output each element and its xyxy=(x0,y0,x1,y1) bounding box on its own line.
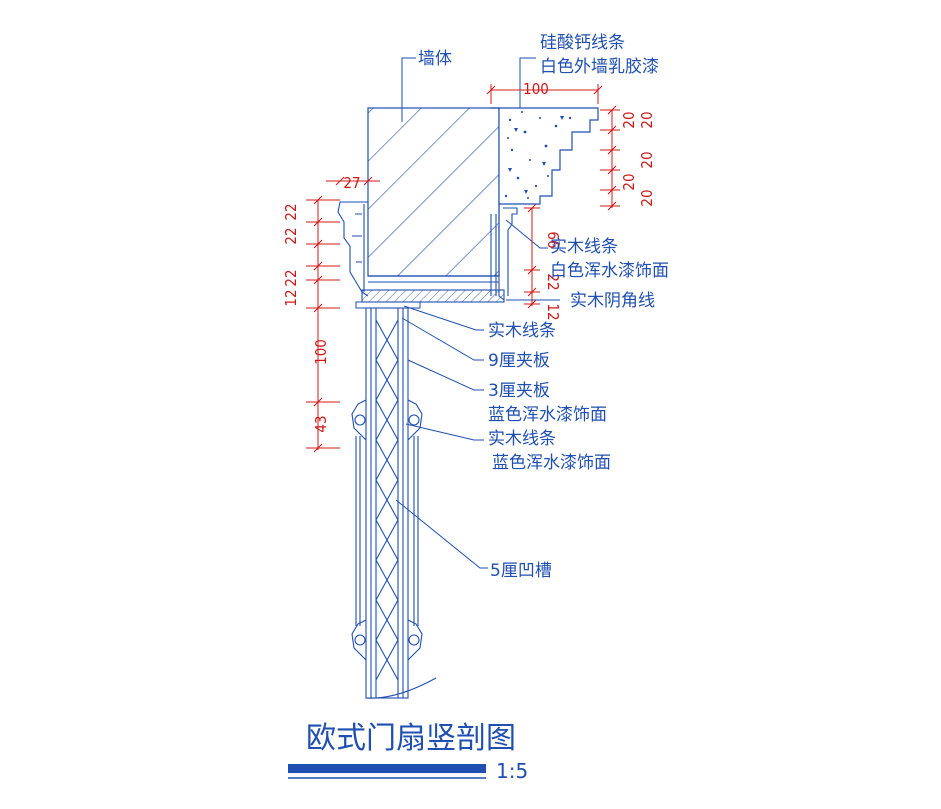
label-plywood-3: 3厘夹板 xyxy=(488,381,550,401)
dim-left-d: 12 xyxy=(282,289,300,306)
label-inner-corner: 实木阴角线 xyxy=(570,291,655,311)
dim-mid-c: 12 xyxy=(544,303,562,320)
label-white-finish: 白色浑水漆饰面 xyxy=(550,261,669,281)
dim-left-b: 22 xyxy=(282,227,300,244)
label-wood-trim-2: 实木线条 xyxy=(488,321,556,341)
dim-right-c: 20 xyxy=(638,151,656,168)
label-blue-finish-2: 蓝色浑水漆饰面 xyxy=(492,453,611,473)
label-wood-trim-3: 实木线条 xyxy=(488,429,556,449)
label-blue-finish-1: 蓝色浑水漆饰面 xyxy=(488,405,607,425)
drawing-scale: 1:5 xyxy=(496,759,528,783)
drawing-title: 欧式门扇竖剖图 xyxy=(306,721,516,756)
door-leaf xyxy=(351,307,437,699)
dim-left-e: 100 xyxy=(312,339,330,365)
dim-left-c: 22 xyxy=(282,269,300,286)
dim-mid-a: 66 xyxy=(544,231,562,248)
leader-lines xyxy=(395,57,560,569)
drawing-title-block: 欧式门扇竖剖图 1:5 xyxy=(288,721,528,783)
left-wood-trim xyxy=(337,201,369,297)
dim-top-100: 100 xyxy=(523,80,549,98)
dim-right-e: 20 xyxy=(638,189,656,206)
dim-left-27: 27 xyxy=(343,174,360,192)
label-plywood-9: 9厘夹板 xyxy=(488,351,550,371)
calcium-silicate-moulding xyxy=(491,107,599,205)
dim-left-a: 22 xyxy=(282,203,300,220)
inner-corner-trim xyxy=(355,289,505,309)
label-groove-5: 5厘凹槽 xyxy=(490,561,552,581)
dim-left-f: 43 xyxy=(312,415,330,432)
dimension-lines xyxy=(306,84,620,453)
wall-block xyxy=(367,107,500,283)
dimension-text: 100 27 20 20 20 20 20 22 22 22 12 100 43… xyxy=(282,80,656,433)
label-exterior-latex: 白色外墙乳胶漆 xyxy=(540,57,659,77)
dim-right-a: 20 xyxy=(620,111,638,128)
label-wall: 墙体 xyxy=(418,49,452,69)
annotation-labels: 墙体 硅酸钙线条 白色外墙乳胶漆 实木线条 白色浑水漆饰面 实木阴角线 实木线条… xyxy=(418,33,669,581)
dim-right-d: 20 xyxy=(620,173,638,190)
title-underline xyxy=(288,764,486,773)
label-calcium-silicate: 硅酸钙线条 xyxy=(540,33,625,53)
dim-right-b: 20 xyxy=(638,111,656,128)
label-wood-trim-1: 实木线条 xyxy=(550,237,618,257)
dim-mid-b: 22 xyxy=(544,273,562,290)
